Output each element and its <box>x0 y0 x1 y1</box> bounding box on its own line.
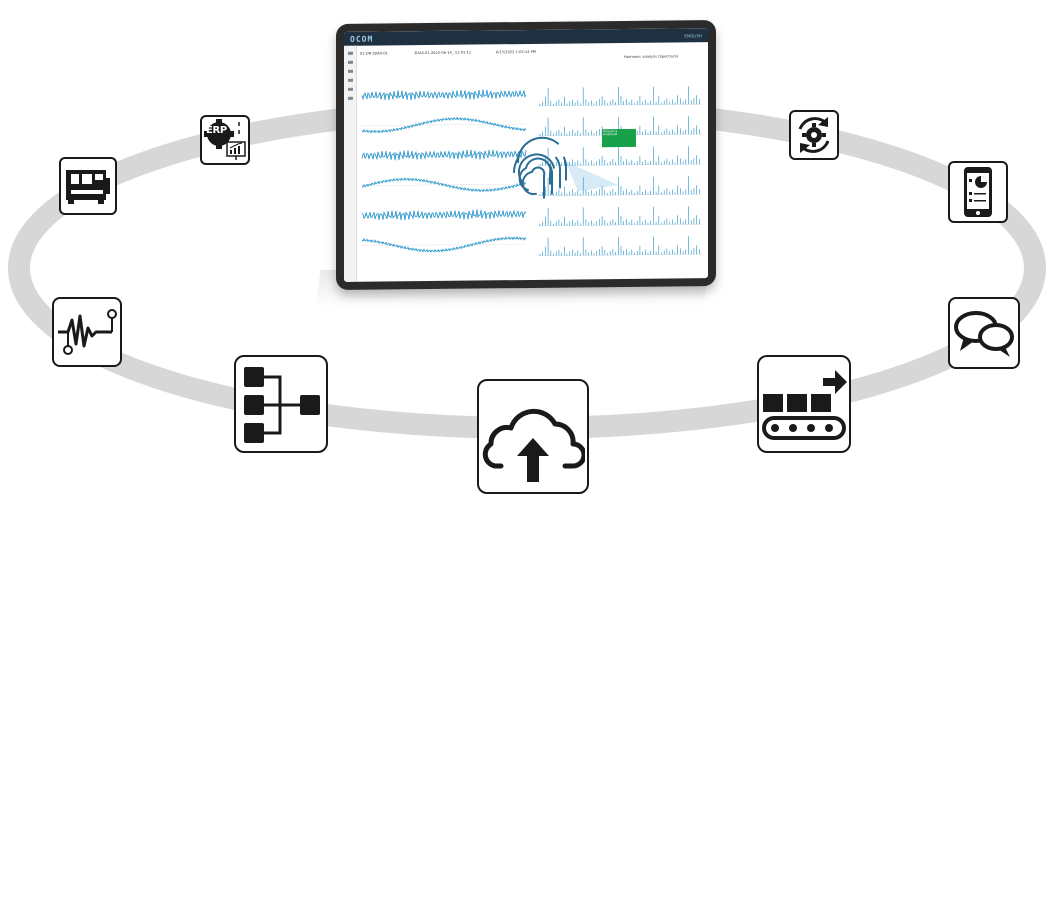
signal-waveform-icon <box>58 309 117 355</box>
hierarchy-flowchart-icon <box>244 367 320 443</box>
conveyor-node[interactable] <box>757 355 851 453</box>
cloud-upload-icon <box>482 408 585 482</box>
cloud-upload-node[interactable] <box>477 379 589 494</box>
timestamp-field[interactable]: 6/15/2022 1:02:14 PM <box>496 49 536 55</box>
signal-node[interactable] <box>52 297 122 367</box>
nav-icon[interactable] <box>347 51 353 55</box>
erp-node[interactable]: ERP <box>200 115 250 165</box>
cycle-gear-icon <box>798 117 830 153</box>
nav-icon[interactable] <box>347 60 353 64</box>
hierarchy-node[interactable] <box>234 355 328 453</box>
spectrum-plots <box>538 86 702 257</box>
app-logo: OCOM <box>350 34 374 44</box>
chat-node[interactable] <box>948 297 1020 369</box>
dataset-info-row: 01-DR-3DAX-01 3DAX-01-2022-06-14_-11-01-… <box>360 44 704 72</box>
dataset-field[interactable]: 3DAX-01-2022-06-14_-11-01-11 <box>414 50 472 56</box>
spectrum-baseline <box>538 103 702 107</box>
time-signal-trace <box>361 177 527 193</box>
spectrum-baseline <box>538 223 702 227</box>
time-signal-trace <box>361 89 527 101</box>
plot-gridline <box>362 243 526 246</box>
spectrum-baseline <box>538 253 702 257</box>
mobile-node[interactable] <box>948 161 1008 223</box>
nav-icon[interactable] <box>347 78 353 82</box>
analysis-field[interactable]: Harmonic analysis (Spectrum) <box>624 54 679 59</box>
time-signal-trace <box>361 116 527 134</box>
language-selector[interactable]: ENGLISH <box>684 32 702 38</box>
nav-icon[interactable] <box>347 87 353 91</box>
tooltip-line: Amplitude <box>603 132 618 137</box>
tablet-screen: OCOM ENGLISH 01-DR-3DAX-01 3DAX-01-2022-… <box>344 28 708 282</box>
machine-tool-icon <box>66 170 110 204</box>
time-signal-plots <box>361 89 527 254</box>
spectrum-tooltip: Frequency Amplitude <box>602 128 636 148</box>
cycle-gear-node[interactable] <box>789 110 839 160</box>
nav-icon[interactable] <box>347 69 353 73</box>
nav-icon[interactable] <box>347 96 353 100</box>
machine-tool-node[interactable] <box>59 157 117 215</box>
time-signal-trace <box>361 236 527 254</box>
plot-gridline <box>362 123 526 126</box>
mobile-dashboard-icon <box>964 167 992 217</box>
time-signal-trace <box>361 149 527 161</box>
app-header-bar: OCOM ENGLISH <box>344 28 708 46</box>
erp-gear-chart-icon <box>204 119 246 160</box>
app-side-rail <box>344 45 357 282</box>
fingerprint-icon <box>513 136 618 199</box>
signal-plots <box>361 86 702 257</box>
sensor-field[interactable]: 01-DR-3DAX-01 <box>360 51 388 56</box>
erp-label: ERP <box>206 125 227 136</box>
chat-bubbles-icon <box>954 311 1014 357</box>
conveyor-belt-icon <box>762 370 847 440</box>
spectrum-baseline <box>538 193 702 197</box>
time-signal-trace <box>361 209 527 221</box>
tablet-device: OCOM ENGLISH 01-DR-3DAX-01 3DAX-01-2022-… <box>336 20 716 290</box>
